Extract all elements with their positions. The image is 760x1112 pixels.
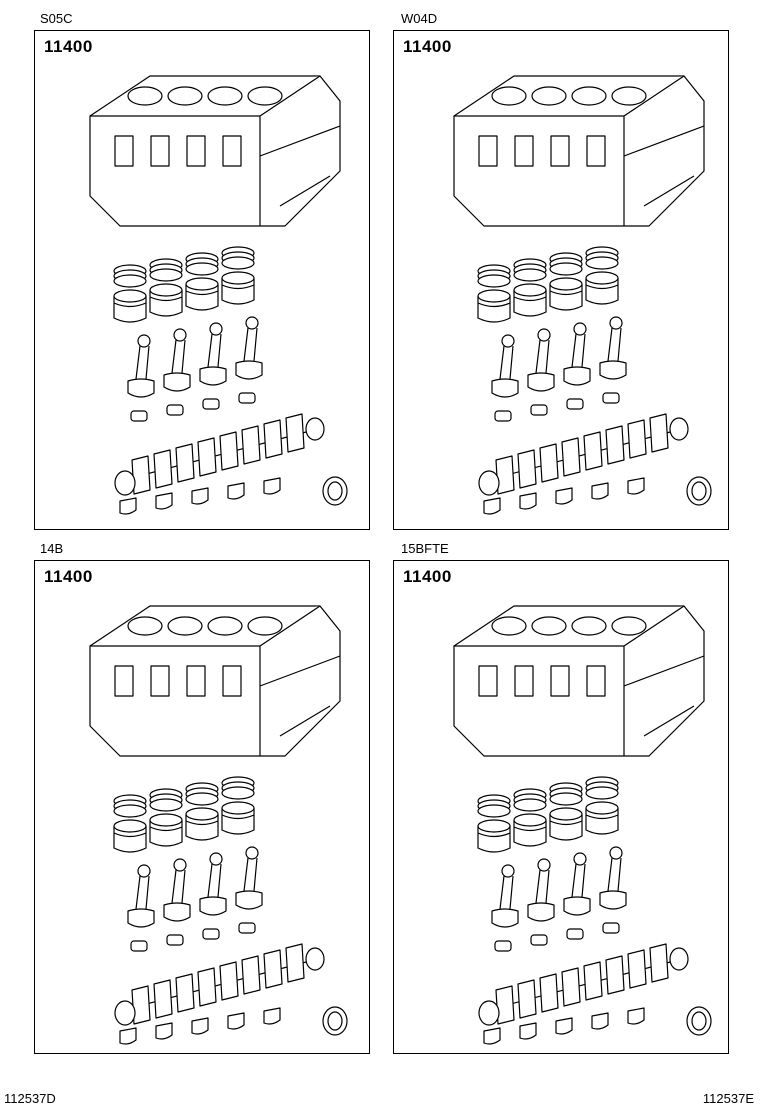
rod-bearing: [603, 923, 619, 933]
part-number: 11400: [403, 567, 452, 586]
connecting-rods: [492, 317, 626, 421]
panel-15bfte: 11400: [393, 560, 729, 1054]
cylinder-block: [90, 606, 340, 756]
cylinder-bore: [128, 87, 162, 105]
crankshaft: [115, 414, 324, 495]
panel-s05c: 11400: [34, 30, 370, 530]
cylinder-bore: [572, 617, 606, 635]
rod-bearing: [495, 941, 511, 951]
engine-label-15bfte: 15BFTE: [401, 541, 449, 556]
part-number: 11400: [403, 37, 452, 56]
short-block-illustration: [394, 561, 730, 1055]
connecting-rods: [492, 847, 626, 951]
rod-bearing: [531, 935, 547, 945]
cylinder-bore: [208, 617, 242, 635]
short-block-illustration: [35, 31, 371, 531]
engine-label-s05c: S05C: [40, 11, 73, 26]
piston-rings: [478, 777, 618, 817]
main-bearings: [484, 478, 644, 514]
cylinder-bore: [168, 87, 202, 105]
part-number: 11400: [44, 567, 93, 586]
pistons: [114, 802, 254, 852]
rod-bearing: [167, 935, 183, 945]
rod-bearing: [567, 399, 583, 409]
cylinder-block: [454, 76, 704, 226]
connecting-rods: [128, 847, 262, 951]
cylinder-bore: [572, 87, 606, 105]
footer-left-code: 112537D: [4, 1091, 56, 1106]
footer-right-code: 112537E: [702, 1091, 754, 1106]
crankshaft: [115, 944, 324, 1025]
rod-bearing: [567, 929, 583, 939]
rod-bearing: [203, 929, 219, 939]
oil-seals: [323, 477, 347, 505]
piston-rings: [478, 247, 618, 287]
main-bearings: [120, 1008, 280, 1044]
rod-bearing: [131, 411, 147, 421]
piston-rings: [114, 777, 254, 817]
cylinder-bore: [612, 617, 646, 635]
rod-bearing: [131, 941, 147, 951]
crankshaft: [479, 944, 688, 1025]
oil-seals: [323, 1007, 347, 1035]
cylinder-block: [90, 76, 340, 226]
crankshaft: [479, 414, 688, 495]
rod-bearing: [239, 393, 255, 403]
panel-14b: 11400: [34, 560, 370, 1054]
oil-seals: [687, 477, 711, 505]
cylinder-bore: [612, 87, 646, 105]
short-block-illustration: [35, 561, 371, 1055]
cylinder-bore: [208, 87, 242, 105]
pistons: [478, 272, 618, 322]
rod-bearing: [495, 411, 511, 421]
engine-label-14b: 14B: [40, 541, 64, 556]
connecting-rods: [128, 317, 262, 421]
cylinder-bore: [248, 617, 282, 635]
part-number: 11400: [44, 37, 93, 56]
rod-bearing: [603, 393, 619, 403]
cylinder-bore: [248, 87, 282, 105]
cylinder-block: [454, 606, 704, 756]
pistons: [114, 272, 254, 322]
rod-bearing: [239, 923, 255, 933]
piston-rings: [114, 247, 254, 287]
engine-label-w04d: W04D: [401, 11, 438, 26]
short-block-illustration: [394, 31, 730, 531]
rod-bearing: [531, 405, 547, 415]
panel-w04d: 11400: [393, 30, 729, 530]
cylinder-bore: [168, 617, 202, 635]
oil-seals: [687, 1007, 711, 1035]
cylinder-bore: [532, 87, 566, 105]
cylinder-bore: [128, 617, 162, 635]
rod-bearing: [167, 405, 183, 415]
rod-bearing: [203, 399, 219, 409]
pistons: [478, 802, 618, 852]
cylinder-bore: [492, 617, 526, 635]
cylinder-bore: [532, 617, 566, 635]
main-bearings: [484, 1008, 644, 1044]
main-bearings: [120, 478, 280, 514]
cylinder-bore: [492, 87, 526, 105]
